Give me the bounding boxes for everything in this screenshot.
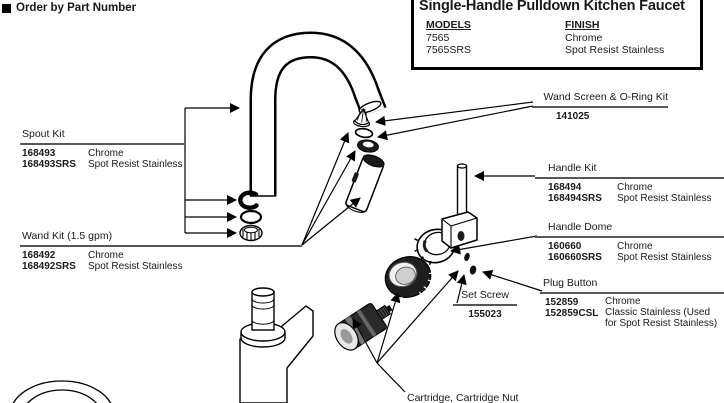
escutcheon xyxy=(12,380,112,403)
collet-nut xyxy=(239,224,263,242)
plug-button-part xyxy=(469,265,477,275)
kit-label: Spout Kit xyxy=(20,128,185,145)
part-number: 168492SRS xyxy=(22,261,76,272)
part-finish: Spot Resist Stainless xyxy=(617,193,712,204)
kit-label: Handle Kit xyxy=(535,162,724,179)
handle-dome-callout: Handle Dome 160660 Chrome 160660SRS Spot… xyxy=(535,221,724,263)
part-finish: Chrome xyxy=(88,148,124,159)
square-bullet-icon xyxy=(2,3,11,13)
finish-value: Chrome xyxy=(565,31,603,44)
part-finish: Chrome xyxy=(617,182,653,193)
kit-label: Wand Kit (1.5 gpm) xyxy=(20,230,302,247)
part-number: 155023 xyxy=(468,309,502,320)
plug-button-callout: Plug Button 152859 Chrome 152859CSL Clas… xyxy=(540,277,724,329)
part-finish: Spot Resist Stainless xyxy=(617,252,712,263)
order-by-label: Order by Part Number xyxy=(16,2,137,14)
cartridge-nut xyxy=(384,256,436,303)
set-screw-callout: Set Screw 155023 xyxy=(453,289,517,320)
kit-label: Wand Screen & O-Ring Kit xyxy=(532,91,668,108)
wand xyxy=(345,154,385,213)
page-title: Single-Handle Pulldown Kitchen Faucet xyxy=(419,0,685,14)
part-row: 168494SRS Spot Resist Stainless xyxy=(548,193,724,204)
kit-label: Plug Button xyxy=(540,277,724,294)
wand-kit-callout: Wand Kit (1.5 gpm) 168492 Chrome 168492S… xyxy=(20,230,302,272)
wand-screen xyxy=(353,107,371,128)
model-value: 7565 xyxy=(426,31,450,44)
part-row: 168492 Chrome xyxy=(22,250,302,261)
part-number: 141025 xyxy=(556,111,590,122)
part-number: 152859 xyxy=(545,297,579,308)
finish-value: Spot Resist Stainless xyxy=(565,44,665,56)
order-by-heading: Order by Part Number xyxy=(2,2,136,14)
spout xyxy=(249,31,387,197)
model-value: 7565SRS xyxy=(426,44,471,56)
handle xyxy=(441,163,478,249)
kit-label: Set Screw xyxy=(453,289,517,306)
models-table: MODELS 7565 7565SRS FINISH Chrome Spot R… xyxy=(426,19,700,57)
part-finish: Chrome xyxy=(88,250,124,261)
part-number: 168493 xyxy=(22,148,56,159)
part-finish: Classic Stainless (Used for Spot Resist … xyxy=(605,307,718,329)
part-number: 168494SRS xyxy=(548,193,602,204)
part-number: 168493SRS xyxy=(22,159,76,170)
part-row: 152859 Chrome xyxy=(545,296,724,308)
spout-o-ring xyxy=(239,209,263,225)
part-row: 168493 Chrome xyxy=(22,148,185,159)
part-number: 168494 xyxy=(548,182,582,193)
part-row: 160660SRS Spot Resist Stainless xyxy=(548,252,724,263)
part-finish: Chrome xyxy=(617,241,653,252)
part-number: 160660SRS xyxy=(548,252,602,263)
spout-kit-callout: Spout Kit 168493 Chrome 168493SRS Spot R… xyxy=(20,128,185,170)
gasket-ring xyxy=(357,139,379,153)
part-finish: Chrome xyxy=(605,296,641,307)
finish-header: FINISH xyxy=(565,19,600,31)
part-number: 168492 xyxy=(22,250,56,261)
kit-label: Handle Dome xyxy=(535,221,724,238)
wand-screen-kit-callout: Wand Screen & O-Ring Kit 141025 xyxy=(532,91,668,122)
cartridge-callout: Cartridge, Cartridge Nut xyxy=(407,392,519,403)
cartridge xyxy=(334,303,393,351)
set-screw-part xyxy=(464,252,470,262)
retaining-clip xyxy=(238,190,259,210)
models-header: MODELS xyxy=(426,19,471,31)
part-row: 168494 Chrome xyxy=(548,182,724,193)
part-row: 160660 Chrome xyxy=(548,241,724,252)
part-row: 168493SRS Spot Resist Stainless xyxy=(22,159,185,170)
part-finish: Spot Resist Stainless xyxy=(88,159,183,170)
part-row: 168492SRS Spot Resist Stainless xyxy=(22,261,302,272)
part-row: 152859CSL Classic Stainless (Used for Sp… xyxy=(545,307,724,329)
faucet-body xyxy=(239,287,314,403)
handle-kit-callout: Handle Kit 168494 Chrome 168494SRS Spot … xyxy=(535,162,724,204)
title-box: Single-Handle Pulldown Kitchen Faucet MO… xyxy=(411,0,703,70)
leader-lines xyxy=(184,101,543,393)
part-number: 160660 xyxy=(548,241,582,252)
wand-o-ring xyxy=(354,127,374,139)
part-number: 152859CSL xyxy=(545,308,599,319)
part-finish: Spot Resist Stainless xyxy=(88,261,183,272)
